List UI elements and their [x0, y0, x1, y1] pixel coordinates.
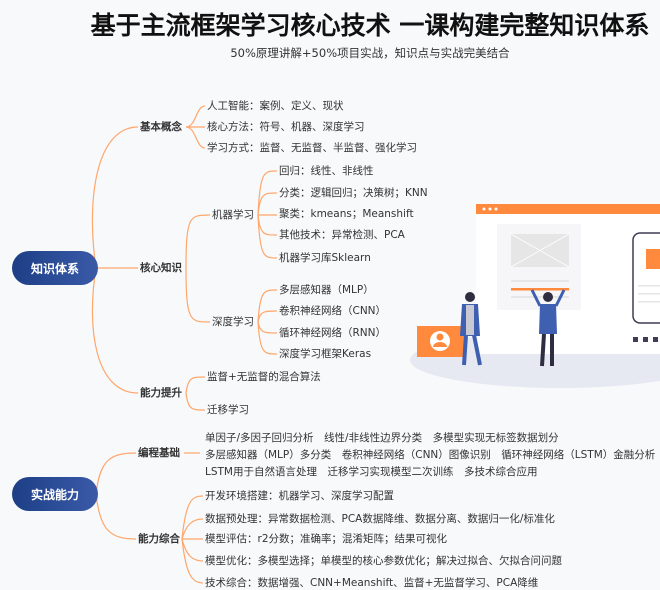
node-item: 迁移学习	[207, 404, 249, 416]
node-item: 聚类：kmeans；Meanshift	[279, 208, 414, 220]
node-item: 其他技术：异常检测、PCA	[279, 229, 405, 241]
node-line: 多层感知器（MLP）多分类 卷积神经网络（CNN）图像识别 循环神经网络（LST…	[205, 449, 656, 461]
node-basic[interactable]: 基本概念	[140, 121, 182, 133]
root-node-practice[interactable]: 实战能力	[12, 477, 98, 511]
page-title: 基于主流框架学习核心技术 一课构建完整知识体系	[90, 11, 650, 40]
node-item: 监督+无监督的混合算法	[207, 371, 321, 383]
node-integrated[interactable]: 能力综合	[138, 533, 180, 545]
node-advance[interactable]: 能力提升	[140, 387, 182, 399]
page-subtitle: 50%原理讲解+50%项目实战，知识点与实战完美结合	[230, 46, 510, 60]
node-line: LSTM用于自然语言处理 迁移学习实现模型二次训练 多技术综合应用	[205, 466, 538, 478]
node-item: 循环神经网络（RNN）	[279, 327, 387, 339]
node-item: 多层感知器（MLP）	[279, 284, 374, 296]
node-item: 学习方式：监督、无监督、半监督、强化学习	[207, 142, 417, 154]
node-item: 技术综合：数据增强、CNN+Meanshift、监督+无监督学习、PCA降维	[205, 577, 539, 589]
node-item: 深度学习框架Keras	[279, 348, 372, 360]
node-item: 人工智能：案例、定义、现状	[207, 100, 344, 112]
node-ml[interactable]: 机器学习	[212, 209, 254, 221]
node-item: 机器学习库Sklearn	[279, 252, 371, 264]
root-node-knowledge[interactable]: 知识体系	[12, 251, 98, 285]
node-item: 数据预处理：异常数据检测、PCA数据降维、数据分离、数据归一化/标准化	[205, 513, 555, 525]
node-item: 模型评估：r2分数；准确率；混淆矩阵；结果可视化	[205, 533, 447, 545]
node-item: 开发环境搭建：机器学习、深度学习配置	[205, 490, 394, 502]
node-dl[interactable]: 深度学习	[212, 316, 254, 328]
node-programming[interactable]: 编程基础	[138, 447, 180, 459]
node-item: 分类：逻辑回归；决策树；KNN	[279, 187, 428, 199]
node-item: 卷积神经网络（CNN）	[279, 305, 387, 317]
node-core[interactable]: 核心知识	[140, 262, 182, 274]
node-line: 单因子/多因子回归分析 线性/非线性边界分类 多模型实现无标签数据划分	[205, 432, 559, 444]
node-item: 回归：线性、非线性	[279, 165, 374, 177]
node-item: 模型优化：多模型选择；单模型的核心参数优化；解决过拟合、欠拟合问问题	[205, 555, 562, 567]
node-item: 核心方法：符号、机器、深度学习	[207, 121, 365, 133]
